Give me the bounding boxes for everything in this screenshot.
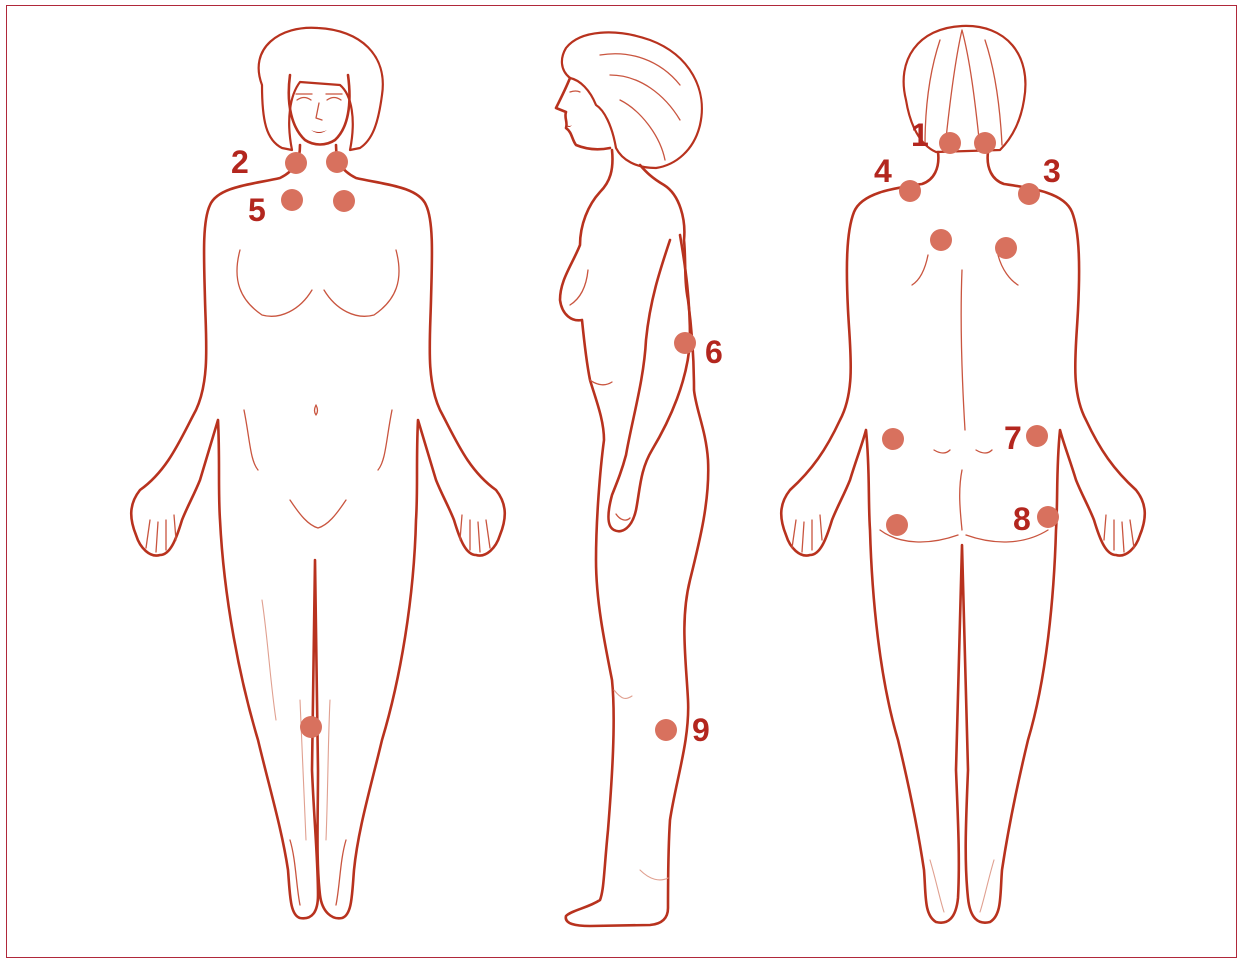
- label-7: 7: [1004, 420, 1022, 456]
- label-5: 5: [248, 192, 266, 228]
- point-1-right: [974, 132, 996, 154]
- label-6: 6: [705, 334, 723, 370]
- point-8: [1037, 506, 1059, 528]
- label-4: 4: [874, 153, 892, 189]
- front-view-figure: [131, 28, 505, 919]
- point-4: [899, 180, 921, 202]
- side-view-figure: [556, 32, 708, 926]
- point-7: [1026, 425, 1048, 447]
- tender-points: [281, 132, 1059, 741]
- label-8: 8: [1013, 501, 1031, 537]
- label-2: 2: [231, 144, 249, 180]
- back-view-figure: [781, 26, 1145, 923]
- point-5-right: [333, 190, 355, 212]
- point-labels: 1 2 3 4 5 6 7 8 9: [231, 117, 1061, 748]
- point-9: [655, 719, 677, 741]
- point-2-right: [326, 151, 348, 173]
- point-2-left: [285, 152, 307, 174]
- point-6: [674, 332, 696, 354]
- point-back-right: [995, 237, 1017, 259]
- point-knee-front: [300, 716, 322, 738]
- point-hip-left: [882, 428, 904, 450]
- point-back-left: [930, 229, 952, 251]
- point-buttock-left: [886, 514, 908, 536]
- label-1: 1: [911, 117, 929, 153]
- point-3: [1018, 183, 1040, 205]
- point-5-left: [281, 189, 303, 211]
- label-3: 3: [1043, 153, 1061, 189]
- label-9: 9: [692, 712, 710, 748]
- point-1-left: [939, 132, 961, 154]
